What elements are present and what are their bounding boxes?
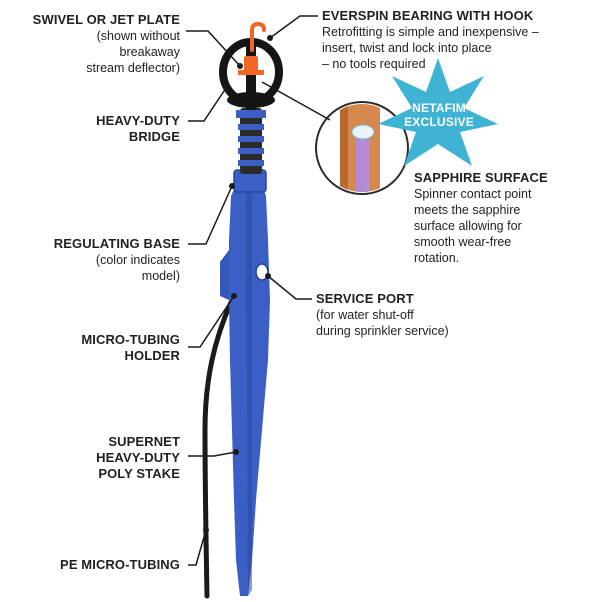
bridge-title-1: HEAVY-DUTY	[96, 113, 180, 128]
sprinkler-head	[219, 21, 283, 174]
sapphire-detail	[315, 101, 409, 195]
bridge-callout: HEAVY-DUTY BRIDGE	[10, 113, 180, 145]
stake-title-1: SUPERNET	[108, 434, 180, 449]
poly-stake	[220, 185, 270, 596]
bearing-title: EVERSPIN BEARING WITH HOOK	[322, 8, 534, 23]
swivel-callout: SWIVEL OR JET PLATE (shown without break…	[10, 12, 180, 76]
service-line-1: (for water shut-off	[316, 308, 414, 322]
badge-line-2: EXCLUSIVE	[404, 115, 474, 129]
sapphire-line-5: rotation.	[414, 251, 460, 265]
netafim-exclusive-badge	[378, 58, 498, 166]
regulating-title: REGULATING BASE	[53, 236, 180, 251]
swivel-line-1: (shown without	[96, 29, 180, 43]
service-title: SERVICE PORT	[316, 291, 414, 306]
bearing-callout: EVERSPIN BEARING WITH HOOK Retrofitting …	[322, 8, 594, 72]
leader-lines	[186, 15, 331, 566]
sapphire-line-1: Spinner contact point	[414, 187, 532, 201]
holder-title-1: MICRO-TUBING	[81, 332, 180, 347]
sapphire-line-2: meets the sapphire	[414, 203, 521, 217]
badge-text: NETAFIM EXCLUSIVE	[398, 101, 480, 129]
bridge-title-2: BRIDGE	[128, 129, 180, 144]
stake-title-3: POLY STAKE	[98, 466, 180, 481]
badge-line-1: NETAFIM	[412, 101, 466, 115]
sapphire-callout: SAPPHIRE SURFACE Spinner contact point m…	[414, 170, 594, 266]
bearing-line-3: – no tools required	[322, 57, 426, 71]
sapphire-line-3: surface allowing for	[414, 219, 522, 233]
bearing-line-2: insert, twist and lock into place	[322, 41, 492, 55]
swivel-title: SWIVEL OR JET PLATE	[32, 12, 180, 27]
stake-callout: SUPERNET HEAVY-DUTY POLY STAKE	[10, 434, 180, 482]
bearing-line-1: Retrofitting is simple and inexpensive –	[322, 25, 539, 39]
swivel-line-3: stream deflector)	[86, 61, 180, 75]
holder-callout: MICRO-TUBING HOLDER	[10, 332, 180, 364]
regulating-line-1: (color indicates	[95, 253, 180, 267]
leader-dots	[203, 35, 273, 533]
swivel-line-2: breakaway	[119, 45, 180, 59]
stake-title-2: HEAVY-DUTY	[96, 450, 180, 465]
service-line-2: during sprinkler service)	[316, 324, 449, 338]
regulating-callout: REGULATING BASE (color indicates model)	[10, 236, 180, 284]
sapphire-title: SAPPHIRE SURFACE	[414, 170, 548, 185]
holder-title-2: HOLDER	[124, 348, 180, 363]
tubing-title: PE MICRO-TUBING	[60, 557, 180, 572]
tubing-callout: PE MICRO-TUBING	[10, 557, 180, 573]
sapphire-line-4: smooth wear-free	[414, 235, 512, 249]
regulating-line-2: model)	[141, 269, 180, 283]
service-callout: SERVICE PORT (for water shut-off during …	[316, 291, 586, 339]
